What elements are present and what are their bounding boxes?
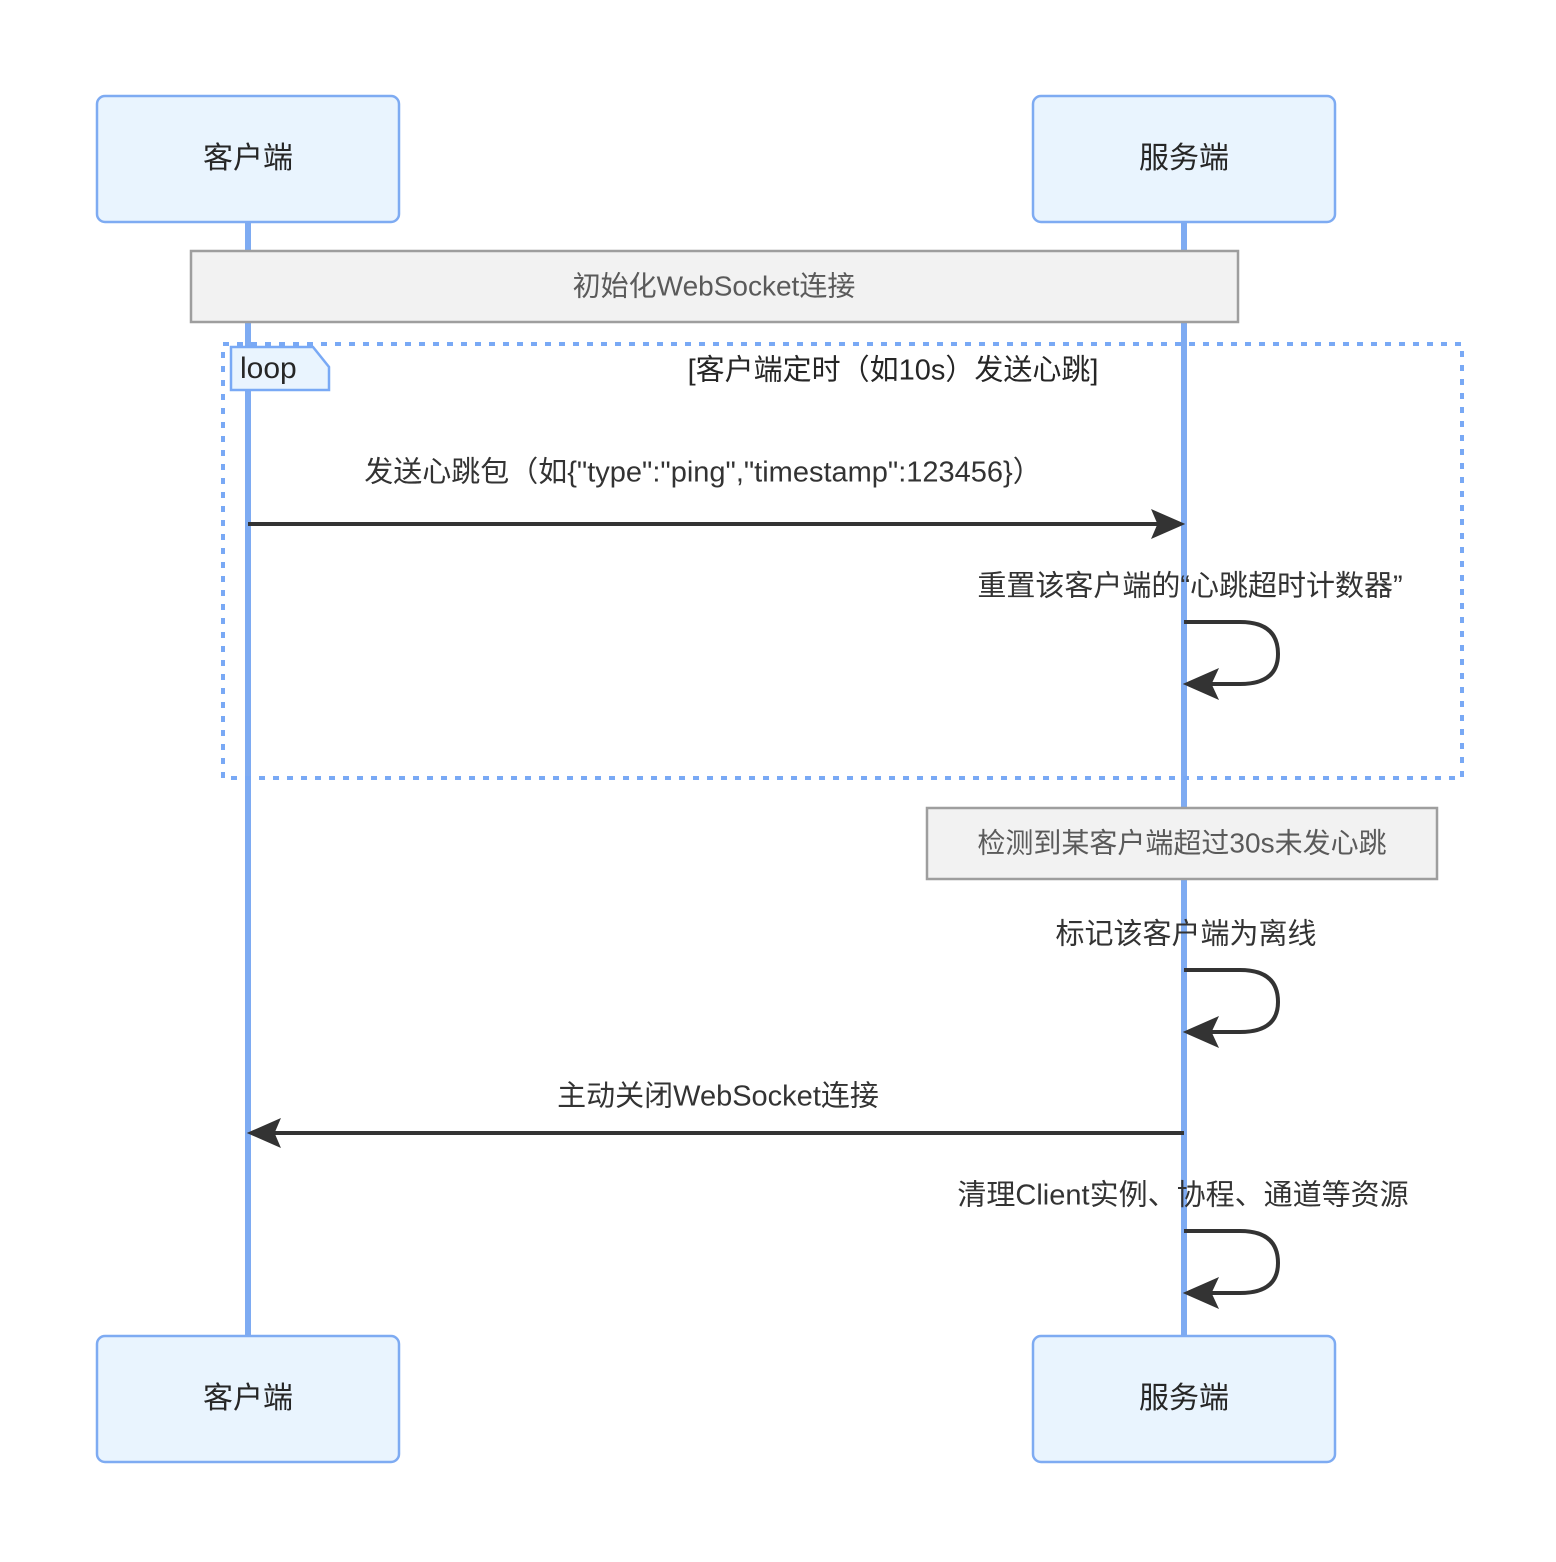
arrowhead-left-icon — [1182, 1277, 1220, 1309]
arrowhead-right-icon — [1151, 509, 1186, 539]
loop-tag-label: loop — [240, 352, 297, 385]
participant-box[interactable] — [95, 1334, 401, 1464]
message-reset-counter: 重置该客户端的“心跳超时计数器” — [977, 570, 1403, 700]
message-label: 发送心跳包（如{"type":"ping","timestamp":123456… — [364, 456, 1041, 489]
message-send-heartbeat: 发送心跳包（如{"type":"ping","timestamp":123456… — [248, 456, 1186, 539]
participant-label-server: 服务端 — [1139, 1382, 1229, 1415]
self-loop-path — [1184, 1229, 1281, 1295]
message-label: 主动关闭WebSocket连接 — [557, 1080, 879, 1113]
self-loop-path — [1184, 968, 1281, 1034]
lifelines-group — [245, 222, 1187, 1340]
participant-label-client: 客户端 — [203, 142, 293, 175]
participant-bottom-server[interactable]: 服务端 — [1031, 1334, 1337, 1464]
participant-top-client[interactable]: 客户端 — [95, 94, 401, 224]
arrowhead-left-icon — [246, 1118, 281, 1148]
participant-box[interactable] — [1031, 94, 1337, 224]
arrowhead-left-icon — [1182, 668, 1220, 700]
note-box — [925, 806, 1439, 881]
participant-label-client: 客户端 — [203, 1382, 293, 1415]
message-label: 清理Client实例、协程、通道等资源 — [957, 1179, 1408, 1212]
loop-condition-label: [客户端定时（如10s）发送心跳] — [688, 354, 1099, 387]
note-box — [189, 249, 1240, 324]
loop-tag-shape — [229, 345, 331, 392]
loop-frame — [221, 342, 1464, 780]
participant-box[interactable] — [1031, 1334, 1337, 1464]
message-label: 标记该客户端为离线 — [1055, 918, 1316, 951]
arrowhead-left-icon — [1182, 1016, 1220, 1048]
self-loop-path — [1184, 620, 1281, 686]
participant-top-server[interactable]: 服务端 — [1031, 94, 1337, 224]
note-text: 初始化WebSocket连接 — [573, 270, 856, 301]
message-label: 重置该客户端的“心跳超时计数器” — [977, 570, 1402, 603]
note-init-websocket: 初始化WebSocket连接 — [189, 249, 1240, 324]
message-mark-offline: 标记该客户端为离线 — [1055, 918, 1317, 1048]
participant-label-server: 服务端 — [1139, 142, 1229, 175]
note-text: 检测到某客户端超过30s未发心跳 — [977, 827, 1386, 858]
message-cleanup-resources: 清理Client实例、协程、通道等资源 — [957, 1179, 1409, 1309]
participant-bottom-client[interactable]: 客户端 — [95, 1334, 401, 1464]
loop-fragment-heartbeat: loop [客户端定时（如10s）发送心跳] — [221, 342, 1464, 780]
participant-box[interactable] — [95, 94, 401, 224]
note-timeout-detected: 检测到某客户端超过30s未发心跳 — [925, 806, 1439, 881]
message-close-connection: 主动关闭WebSocket连接 — [246, 1080, 1184, 1148]
